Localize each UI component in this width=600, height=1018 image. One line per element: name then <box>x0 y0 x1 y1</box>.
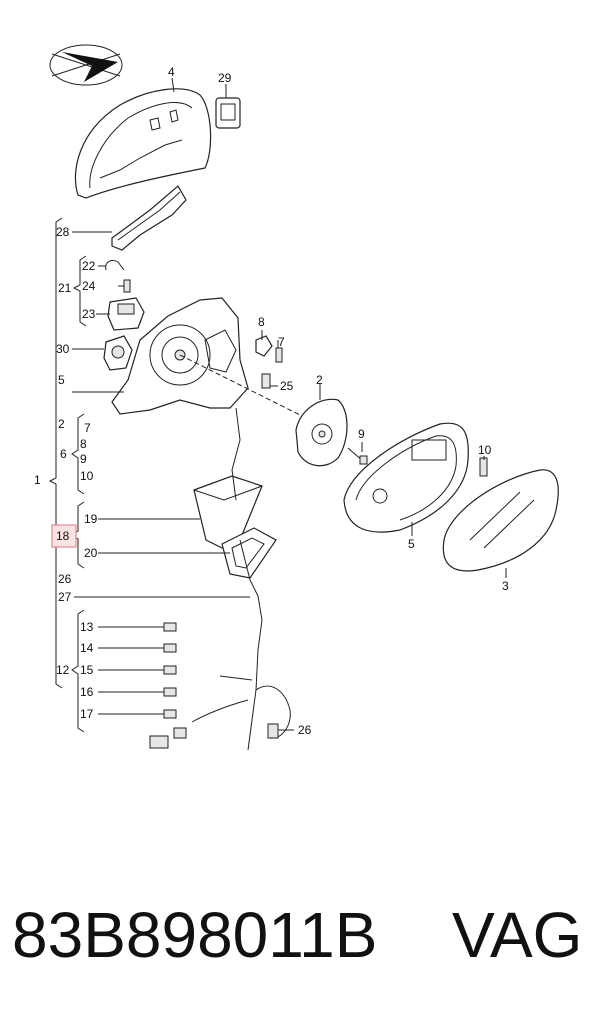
part-number-caption: 83B898011B <box>12 899 378 971</box>
screw-part-9 <box>347 447 368 465</box>
callout-15: 15 <box>80 663 94 677</box>
callout-10-left: 10 <box>80 469 94 483</box>
callout-labels: 4 29 28 22 21 24 23 30 5 8 7 25 2 9 10 5… <box>34 65 509 737</box>
adjuster-plate-part-2 <box>295 398 348 467</box>
leader-lines <box>72 77 507 731</box>
callout-30: 30 <box>56 342 70 356</box>
callout-18: 18 <box>56 529 70 543</box>
callout-6: 6 <box>60 447 67 461</box>
callout-22: 22 <box>82 259 96 273</box>
callout-12: 12 <box>56 663 70 677</box>
callout-20: 20 <box>84 546 98 560</box>
callout-7-left: 7 <box>84 421 91 435</box>
callout-9: 9 <box>358 427 365 441</box>
callout-7: 7 <box>278 335 285 349</box>
callout-26-left: 26 <box>58 572 72 586</box>
brand-caption: VAG <box>452 899 583 971</box>
mirror-base-carrier <box>111 297 321 426</box>
callout-21: 21 <box>58 281 72 295</box>
camera-part-30 <box>103 335 133 371</box>
highlight-box-18 <box>51 524 77 548</box>
direction-arrow-icon <box>49 44 123 86</box>
callout-5: 5 <box>58 373 65 387</box>
exploded-parts-diagram: 4 29 28 22 21 24 23 30 5 8 7 25 2 9 10 5… <box>34 44 559 751</box>
callout-1: 1 <box>34 473 41 487</box>
callout-8-left: 8 <box>80 437 87 451</box>
callout-19: 19 <box>84 512 98 526</box>
connector-part-14 <box>163 643 177 653</box>
callout-23: 23 <box>82 307 96 321</box>
callout-17: 17 <box>80 707 94 721</box>
callout-9-left: 9 <box>80 452 87 466</box>
callout-29: 29 <box>218 71 232 85</box>
mirror-glass-part-3 <box>442 469 559 572</box>
mirror-cap <box>74 88 212 199</box>
grouping-brackets <box>48 217 87 733</box>
callout-4: 4 <box>168 65 175 79</box>
sensor-part-8 <box>255 335 273 357</box>
turn-signal-lamp <box>111 185 187 251</box>
connector-part-26 <box>267 723 279 739</box>
callout-13: 13 <box>80 620 94 634</box>
callout-8: 8 <box>258 315 265 329</box>
plug-connector <box>149 727 187 749</box>
callout-10: 10 <box>478 443 492 457</box>
gasket-part-20 <box>221 527 277 579</box>
connector-part-15 <box>163 665 177 675</box>
callout-28: 28 <box>56 225 70 239</box>
screw-part-25 <box>261 373 271 389</box>
mirror-frame-part-5 <box>343 422 469 533</box>
callout-16: 16 <box>80 685 94 699</box>
callout-2-left: 2 <box>58 417 65 431</box>
screw-part-10 <box>479 457 488 477</box>
screw-part-7 <box>275 347 283 363</box>
clip-part-29 <box>215 97 241 129</box>
connector-part-17 <box>163 709 177 719</box>
motor-part-23 <box>107 297 145 331</box>
callout-25: 25 <box>280 379 294 393</box>
screw-part-24 <box>123 279 131 293</box>
callout-5-frame: 5 <box>408 537 415 551</box>
callout-2: 2 <box>316 373 323 387</box>
bracket-part-22 <box>105 259 125 271</box>
callout-14: 14 <box>80 641 94 655</box>
callout-26-right: 26 <box>298 723 312 737</box>
callout-3: 3 <box>502 579 509 593</box>
connector-part-13 <box>163 622 177 632</box>
callout-27: 27 <box>58 590 72 604</box>
callout-24: 24 <box>82 279 96 293</box>
connector-part-16 <box>163 687 177 697</box>
